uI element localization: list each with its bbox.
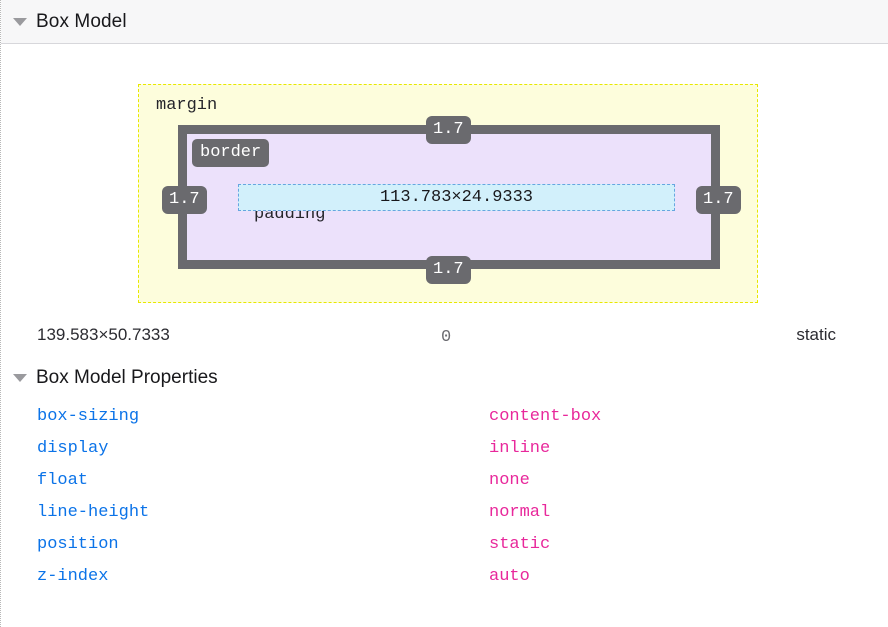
margin-box: margin 11.2 11.2 11.2 11.2 border paddin… <box>138 84 758 303</box>
table-row[interactable]: z-index auto <box>1 560 888 592</box>
property-value[interactable]: auto <box>489 566 530 586</box>
property-value[interactable]: normal <box>489 502 551 522</box>
property-name[interactable]: display <box>37 438 109 458</box>
triangle-down-icon[interactable] <box>13 17 27 26</box>
element-position-label: static <box>796 325 836 344</box>
table-row[interactable]: display inline <box>1 432 888 464</box>
border-label: border <box>192 139 270 167</box>
property-value[interactable]: content-box <box>489 406 602 426</box>
element-size-label: 139.583×50.7333 <box>37 325 170 344</box>
margin-bottom-value: 0 <box>441 328 452 347</box>
border-bottom-badge: 1.7 <box>426 256 471 284</box>
property-name[interactable]: box-sizing <box>37 406 140 426</box>
content-size-label: 113.783×24.9333 <box>379 188 534 207</box>
border-top-badge: 1.7 <box>426 116 471 144</box>
box-model-summary: 139.583×50.7333 static <box>1 312 888 358</box>
table-row[interactable]: float none <box>1 464 888 496</box>
property-name[interactable]: z-index <box>37 566 109 586</box>
table-row[interactable]: box-sizing content-box <box>1 400 888 432</box>
property-value[interactable]: none <box>489 470 530 490</box>
box-model-properties-header[interactable]: Box Model Properties <box>1 358 888 398</box>
content-box: 113.783×24.9333 <box>238 184 675 211</box>
property-name[interactable]: position <box>37 534 119 554</box>
border-box: border padding 113.783×24.9333 <box>178 125 720 269</box>
box-model-section-header[interactable]: Box Model <box>1 0 888 44</box>
box-model-diagram: 0 0 0 0 margin 11.2 11.2 11.2 11.2 borde… <box>1 44 888 347</box>
property-value[interactable]: inline <box>489 438 551 458</box>
properties-section-title: Box Model Properties <box>36 367 218 388</box>
property-value[interactable]: static <box>489 534 551 554</box>
property-name[interactable]: float <box>37 470 89 490</box>
box-model-properties-list: box-sizing content-box display inline fl… <box>1 398 888 592</box>
triangle-down-icon[interactable] <box>13 374 27 382</box>
border-left-badge: 1.7 <box>162 186 207 214</box>
margin-label: margin <box>156 96 218 115</box>
table-row[interactable]: line-height normal <box>1 496 888 528</box>
property-name[interactable]: line-height <box>37 502 150 522</box>
table-row[interactable]: position static <box>1 528 888 560</box>
page-title: Box Model <box>36 10 127 32</box>
border-right-badge: 1.7 <box>696 186 741 214</box>
